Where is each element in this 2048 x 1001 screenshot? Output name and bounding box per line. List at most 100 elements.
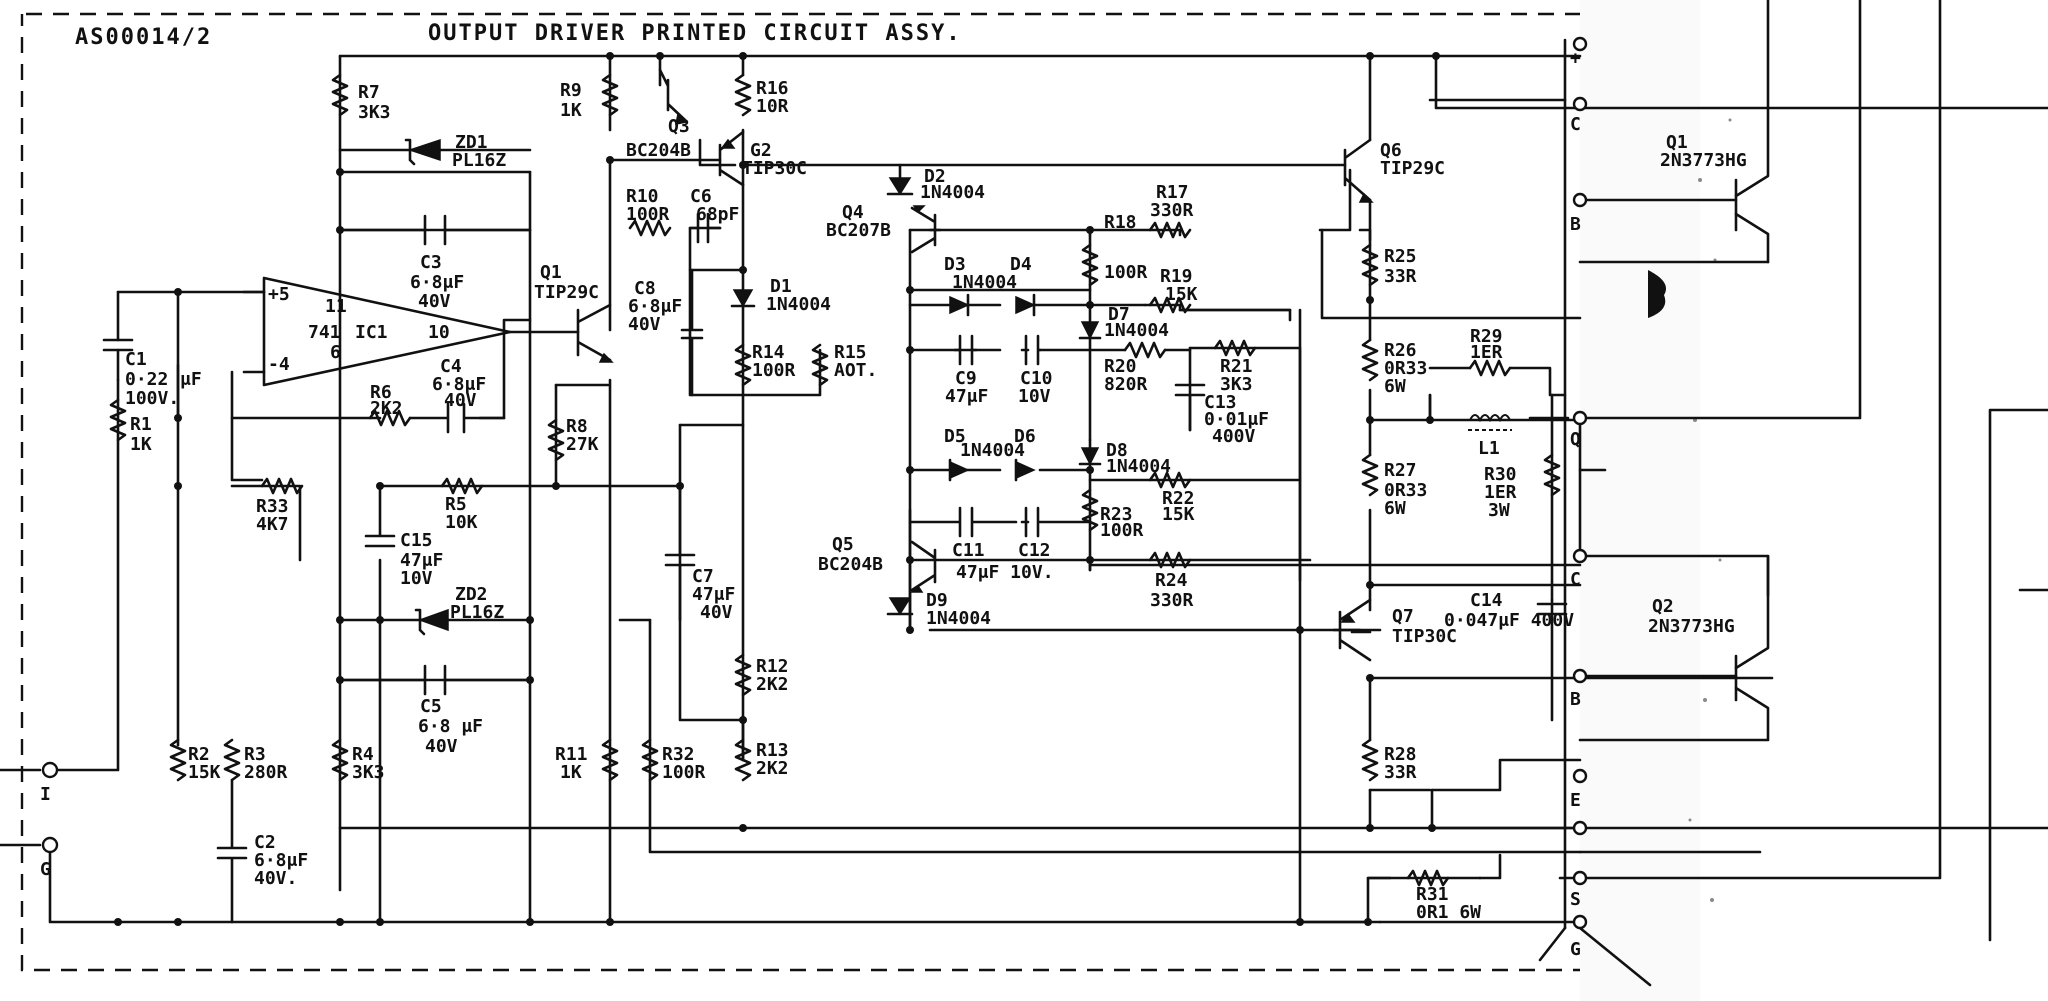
label-r31-ref: R31 xyxy=(1416,884,1449,905)
label-opamp-pin10: 10 xyxy=(428,322,450,343)
drawing-number: AS00014/2 xyxy=(75,25,212,50)
capacitor-c15 xyxy=(364,484,396,548)
resistor-r1 xyxy=(109,398,127,442)
resistor-r8 xyxy=(547,418,565,462)
resistor-r4 xyxy=(331,738,349,782)
label-terminal-t8: S xyxy=(1570,889,1581,910)
label-r20-value: 820R xyxy=(1104,374,1148,395)
capacitor-c1 xyxy=(102,338,134,382)
terminal-ground xyxy=(41,836,59,854)
resistor-r18 xyxy=(1081,243,1099,287)
label-q4-type: BC207B xyxy=(826,220,891,241)
capacitor-c11 xyxy=(908,506,1018,538)
label-r28-value: 33R xyxy=(1384,762,1417,783)
label-r23-value: 100R xyxy=(1100,520,1144,541)
label-q1x-ref: Q1 xyxy=(1666,132,1688,153)
transistor-q5 xyxy=(910,540,937,593)
label-d8-value: 1N4004 xyxy=(1106,456,1171,477)
diode-d2 xyxy=(886,177,914,196)
label-d9-value: 1N4004 xyxy=(926,608,991,629)
label-r3-ref: R3 xyxy=(244,744,266,765)
terminal-t7b xyxy=(1572,820,1588,836)
resistor-r19 xyxy=(1148,296,1192,314)
label-r10-value: 100R xyxy=(626,204,670,225)
terminal-t5 xyxy=(1572,548,1588,564)
label-r22-ref: R22 xyxy=(1162,488,1195,509)
label-r33-value: 4K7 xyxy=(256,514,289,535)
transistor-q6 xyxy=(1343,138,1374,203)
terminal-input xyxy=(41,761,59,779)
resistor-r28 xyxy=(1361,738,1379,782)
terminal-t7 xyxy=(1572,768,1588,784)
label-q7-type: TIP30C xyxy=(1392,626,1457,647)
label-r31-value: 0R1 6W xyxy=(1416,902,1481,923)
label-r18-value: 100R xyxy=(1104,262,1148,283)
transistor-q1 xyxy=(576,303,614,363)
label-r11-value: 1K xyxy=(560,762,582,783)
capacitor-c6 xyxy=(688,212,722,244)
label-c4-value: 6·8μF xyxy=(432,374,486,395)
label-r9-ref: R9 xyxy=(560,80,582,101)
label-r18-ref: R18 xyxy=(1104,212,1137,233)
label-zd1-ref: ZD1 xyxy=(455,132,488,153)
resistor-r9 xyxy=(601,73,619,117)
label-r30-power: 3W xyxy=(1488,500,1510,521)
label-terminal-t4: Q xyxy=(1570,429,1581,450)
label-q1-type: TIP29C xyxy=(534,282,599,303)
label-d1-ref: D1 xyxy=(770,276,792,297)
label-c12-value: 47μF 10V. xyxy=(956,562,1054,583)
label-c15-value: 47μF xyxy=(400,550,443,571)
label-d8-ref: D8 xyxy=(1106,440,1128,461)
label-terminal-t3: B xyxy=(1570,214,1581,235)
diode-d1 xyxy=(730,289,756,308)
label-q2x-ref: Q2 xyxy=(1652,596,1674,617)
label-q5-type: BC204B xyxy=(818,554,883,575)
capacitor-c9 xyxy=(953,334,978,366)
label-c2-ref: C2 xyxy=(254,832,276,853)
label-d5-ref: D5 xyxy=(944,426,966,447)
label-r19-ref: R19 xyxy=(1160,266,1193,287)
terminal-t3 xyxy=(1572,192,1588,208)
transistor-q2 xyxy=(718,130,745,187)
label-q1x-type: 2N3773HG xyxy=(1660,150,1747,171)
resistors xyxy=(109,73,1561,887)
label-c5-ref: C5 xyxy=(420,696,442,717)
opamp-ic1 xyxy=(242,276,512,387)
label-c2-value: 6·8μF xyxy=(254,850,308,871)
label-terminal-t2: C xyxy=(1570,114,1581,135)
resistor-r24 xyxy=(1148,551,1192,569)
label-c3-value: 6·8μF xyxy=(410,272,464,293)
scan-noise xyxy=(1580,0,1732,1001)
label-r5-value: 10K xyxy=(445,512,478,533)
diode-d6 xyxy=(1014,458,1036,482)
label-r8-value: 27K xyxy=(566,434,599,455)
capacitor-c10 xyxy=(1020,334,1042,366)
label-r6-value: 2K2 xyxy=(370,398,403,419)
label-r10-ref: R10 xyxy=(626,186,659,207)
terminal-t1 xyxy=(1572,36,1588,52)
label-q6-ref: Q6 xyxy=(1380,140,1402,161)
diode-d5 xyxy=(948,458,970,482)
resistor-r14 xyxy=(734,343,752,387)
label-c7-voltage: 40V xyxy=(700,602,733,623)
label-d2-value: 1N4004 xyxy=(920,182,985,203)
label-r12-value: 2K2 xyxy=(756,674,789,695)
label-l1-ref: L1 xyxy=(1478,438,1500,459)
resistor-r12 xyxy=(734,653,752,697)
resistor-r30 xyxy=(1543,453,1561,497)
label-q6-type: TIP29C xyxy=(1380,158,1445,179)
zener-zd2 xyxy=(414,608,449,636)
label-c4-ref: C4 xyxy=(440,356,462,377)
label-c14-value: 0·047μF 400V xyxy=(1444,610,1574,631)
label-q3-type: BC204B xyxy=(626,140,691,161)
terminal-t2 xyxy=(1572,96,1588,112)
label-terminal-t5: C xyxy=(1570,569,1581,590)
label-d3-ref: D3 xyxy=(944,254,966,275)
resistor-r26 xyxy=(1361,338,1379,382)
label-terminal-t6: B xyxy=(1570,689,1581,710)
label-terminal-ground: G xyxy=(40,859,51,880)
label-r14-ref: R14 xyxy=(752,342,785,363)
resistor-r33 xyxy=(260,477,304,495)
